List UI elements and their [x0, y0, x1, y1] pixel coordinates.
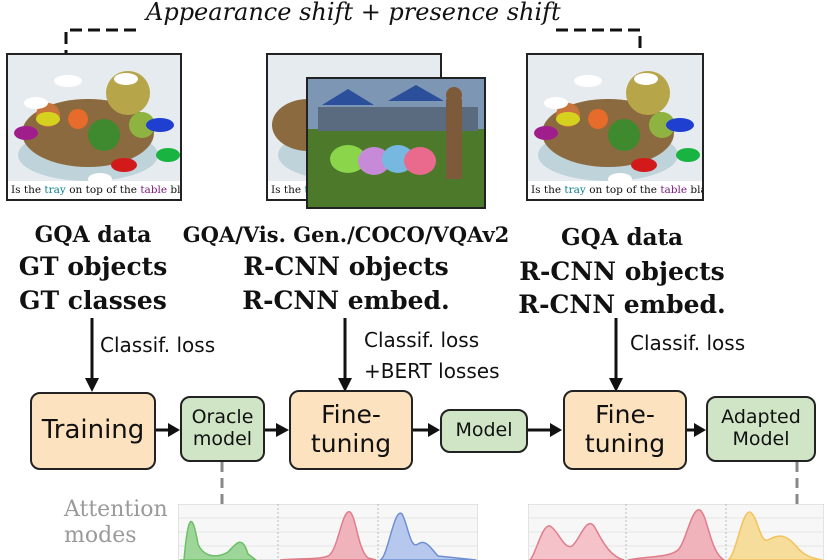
middle-col-line3: R-CNN embed. [242, 286, 450, 315]
oracle-model-box[interactable]: Oracle model [180, 396, 265, 462]
caption-word-tray: tray [44, 184, 66, 196]
right-col-line1: GQA data [560, 224, 684, 251]
food-bowl-illustration-left [8, 55, 180, 185]
caption-prefix: Is the [11, 184, 45, 196]
loss-middle-2: +BERT losses [364, 359, 500, 383]
arrowhead-right-down [609, 378, 623, 392]
attention-mode-red [279, 511, 377, 560]
training-label: Training [41, 415, 145, 446]
adapted-model-box[interactable]: Adapted Model [706, 396, 816, 462]
middle-col-line2: R-CNN objects [243, 252, 449, 281]
caption-prefix: Is the [271, 184, 305, 196]
arrowhead-finetune2-adapted [694, 423, 706, 437]
finetune1-label-2: tuning [310, 429, 392, 458]
finetune2-label-2: tuning [584, 429, 666, 458]
attention-label-line2: modes [64, 523, 137, 549]
diagram-title: Appearance shift + presence shift [146, 0, 561, 26]
adapted-label-1: Adapted [721, 406, 801, 429]
caption-mid: on top of the [585, 184, 661, 196]
food-bowl-illustration-right [528, 55, 702, 185]
left-col-line2: GT objects [18, 252, 168, 281]
caption-word-table: table [140, 184, 168, 196]
arrowhead-middle-down [338, 378, 352, 392]
training-box[interactable]: Training [30, 392, 156, 470]
left-col-line3: GT classes [19, 286, 167, 315]
animals-segmentation-illustration [308, 79, 484, 207]
image-right: Is the tray on top of the table black [526, 53, 704, 201]
model-label: Model [455, 419, 513, 442]
attention-mode-red-2 [627, 509, 726, 560]
loss-middle-1: Classif. loss [364, 328, 480, 352]
caption-prefix: Is the [531, 184, 565, 196]
attention-plots-left [178, 504, 478, 560]
loss-left: Classif. loss [100, 333, 216, 357]
attention-mode-yellow [727, 511, 823, 560]
attention-mode-red [528, 522, 625, 560]
attention-mode-green [180, 520, 258, 560]
finetune-2-box[interactable]: Fine- tuning [563, 390, 687, 470]
oracle-label-2: model [192, 428, 253, 450]
image-left: Is the tray on top of the table black [6, 53, 182, 201]
finetune2-label-1: Fine- [595, 400, 655, 430]
left-col-line1: GQA data [34, 222, 152, 248]
model-box[interactable]: Model [440, 409, 528, 453]
caption-word-tray: tray [564, 184, 586, 196]
arrowhead-training-oracle [168, 423, 180, 437]
oracle-label-1: Oracle [191, 406, 254, 429]
adapted-label-2: Model [732, 428, 790, 450]
attention-label-line1: Attention [64, 497, 168, 522]
caption-suffix: black [170, 184, 181, 196]
right-col-line2: R-CNN objects [519, 257, 725, 286]
arrowhead-model-finetune2 [550, 423, 562, 437]
attention-modes-label: Attention modes [64, 497, 168, 550]
image-left-caption: Is the tray on top of the table black [8, 181, 180, 199]
arrowhead-left-down [85, 378, 99, 392]
right-col-line3: R-CNN embed. [518, 290, 726, 319]
arrowhead-oracle-finetune1 [276, 423, 289, 437]
caption-suffix: black [690, 184, 702, 196]
arrowhead-finetune1-model [428, 423, 440, 437]
loss-right: Classif. loss [630, 331, 746, 355]
finetune1-label-1: Fine- [321, 400, 381, 430]
image-right-caption: Is the tray on top of the table black [528, 181, 702, 199]
dashed-bracket [64, 28, 642, 62]
attention-plots-right [528, 504, 824, 560]
caption-word-table: table [660, 184, 688, 196]
attention-mode-blue [379, 512, 477, 560]
middle-col-line1: GQA/Vis. Gen./COCO/VQAv2 [182, 222, 510, 247]
caption-mid: on top of the [65, 184, 141, 196]
image-middle-front [306, 77, 486, 209]
finetune-1-box[interactable]: Fine- tuning [289, 390, 413, 470]
